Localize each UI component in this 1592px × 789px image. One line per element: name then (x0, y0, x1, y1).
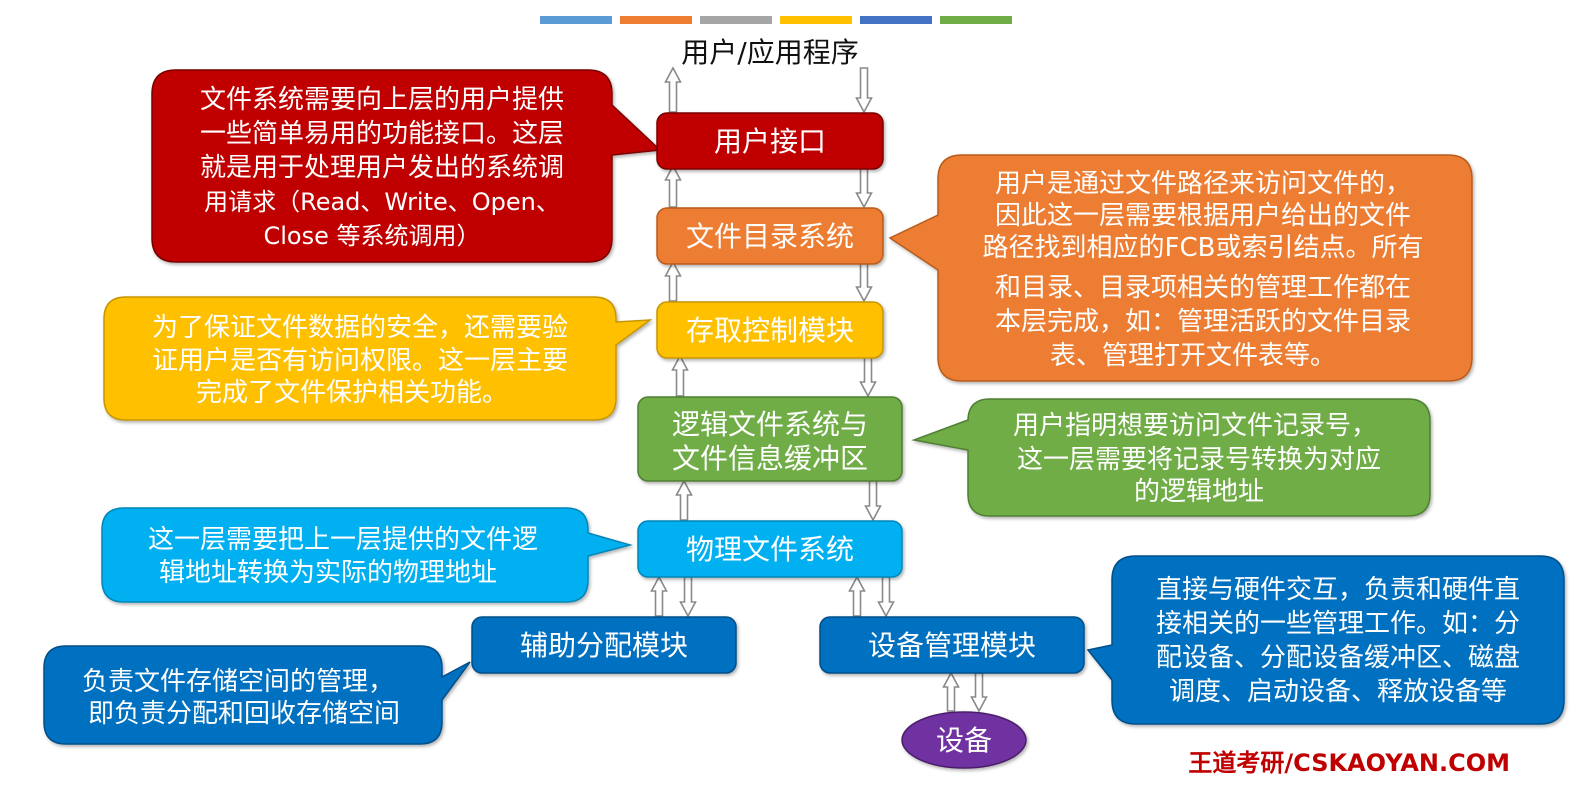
brand-text: 王道考研/CSKAOYAN.COM (1188, 749, 1510, 777)
title-color-bar (540, 16, 612, 24)
up-arrow (942, 671, 960, 712)
callout-directory-system-line-2: 因此这一层需要根据用户给出的文件 (995, 201, 1411, 231)
title-color-bars (540, 16, 1012, 24)
callout-device-management-line-3: 配设备、分配设备缓冲区、磁盘 (1156, 643, 1520, 673)
layer-physical-fs-box (637, 520, 903, 578)
layer-logical-fs-label-line-2: 文件信息缓冲区 (672, 442, 868, 475)
callout-user-interface-shape (151, 69, 662, 263)
callout-user-interface-line-4: 用请求（Read、Write、Open、 (204, 188, 560, 216)
layer-allocation-label: 辅助分配模块 (520, 629, 688, 662)
callout-directory-system: 用户是通过文件路径来访问文件的， 因此这一层需要根据用户给出的文件 路径找到相应… (888, 154, 1473, 382)
layer-access-control-box (656, 301, 884, 359)
up-arrow (675, 479, 693, 521)
layer-user-interface-label: 用户接口 (714, 125, 826, 158)
callout-user-interface-line-3: 就是用于处理用户发出的系统调 (200, 153, 564, 183)
callout-allocation-shape (43, 645, 471, 745)
title-color-bar (620, 16, 692, 24)
down-arrow (864, 480, 882, 522)
callout-logical-fs-line-2: 这一层需要将记录号转换为对应 (1017, 445, 1381, 475)
callout-physical-fs-line-2: 辑地址转换为实际的物理地址 (159, 558, 497, 588)
layer-logical-fs-label-line-1: 逻辑文件系统与 (672, 408, 868, 441)
callout-device-management-line-1: 直接与硬件交互，负责和硬件直 (1156, 575, 1520, 605)
layer-directory-system: 文件目录系统 (656, 207, 884, 265)
layer-allocation: 辅助分配模块 (471, 616, 737, 674)
callout-logical-fs-shape (911, 398, 1431, 517)
layer-directory-system-label: 文件目录系统 (686, 220, 854, 253)
callout-device-management-shape (1086, 555, 1565, 725)
callout-user-interface: 文件系统需要向上层的用户提供 一些简单易用的功能接口。这层 就是用于处理用户发出… (151, 69, 662, 263)
callout-user-interface-line-5: Close 等系统调用） (263, 222, 480, 250)
up-arrow (848, 575, 866, 617)
callout-directory-system-line-1: 用户是通过文件路径来访问文件的， (995, 169, 1411, 199)
title-color-bar (860, 16, 932, 24)
title-color-bar (700, 16, 772, 24)
callout-logical-fs-line-3: 的逻辑地址 (1134, 477, 1264, 507)
callout-user-interface-line-2: 一些简单易用的功能接口。这层 (200, 119, 564, 149)
layer-device-label: 设备 (936, 724, 992, 757)
callout-logical-fs-line-1: 用户指明想要访问文件记录号， (1013, 411, 1377, 441)
title-color-bar (780, 16, 852, 24)
callout-logical-fs: 用户指明想要访问文件记录号， 这一层需要将记录号转换为对应 的逻辑地址 (911, 398, 1431, 517)
layer-logical-fs-box (637, 396, 903, 482)
layer-physical-fs: 物理文件系统 (637, 520, 903, 578)
callout-directory-system-line-3: 路径找到相应的FCB或索引结点。所有 (983, 233, 1424, 263)
down-arrow (877, 576, 895, 618)
callout-device-management-line-2: 接相关的一些管理工作。如：分 (1156, 609, 1520, 639)
up-arrow (664, 260, 682, 302)
layer-device-management: 设备管理模块 (819, 616, 1085, 674)
callout-access-control-line-3: 完成了文件保护相关功能。 (196, 378, 508, 408)
top-label-user-application: 用户/应用程序 (681, 36, 858, 69)
layer-access-control-label: 存取控制模块 (686, 314, 854, 347)
up-arrow (650, 575, 668, 617)
callout-access-control-line-2: 证用户是否有访问权限。这一层主要 (152, 346, 568, 376)
callout-user-interface-line-1: 文件系统需要向上层的用户提供 (200, 85, 564, 115)
callout-allocation: 负责文件存储空间的管理， 即负责分配和回收存储空间 (43, 645, 471, 745)
up-arrow (664, 164, 682, 208)
callout-directory-system-line-4: 和目录、目录项相关的管理工作都在 (995, 273, 1411, 303)
callout-access-control-shape (103, 296, 653, 421)
callout-access-control-line-1: 为了保证文件数据的安全，还需要验 (152, 313, 568, 343)
callout-allocation-line-1: 负责文件存储空间的管理， (82, 667, 394, 697)
down-arrow (970, 672, 988, 713)
layer-arrows (650, 66, 988, 713)
callout-device-management: 直接与硬件交互，负责和硬件直 接相关的一些管理工作。如：分 配设备、分配设备缓冲… (1086, 555, 1565, 725)
down-arrow (855, 67, 873, 114)
callout-access-control: 为了保证文件数据的安全，还需要验 证用户是否有访问权限。这一层主要 完成了文件保… (103, 296, 653, 421)
layer-device: 设备 (901, 711, 1027, 769)
layer-user-interface: 用户接口 (656, 112, 884, 170)
up-arrow (664, 66, 682, 113)
callout-directory-system-line-6: 表、管理打开文件表等。 (1050, 341, 1336, 371)
callout-directory-system-shape (888, 154, 1473, 382)
layer-physical-fs-label: 物理文件系统 (686, 533, 854, 566)
layer-directory-system-box (656, 207, 884, 265)
layer-device-ellipse (901, 711, 1027, 769)
layer-access-control: 存取控制模块 (656, 301, 884, 359)
title-color-bar (940, 16, 1012, 24)
callout-allocation-line-2: 即负责分配和回收存储空间 (88, 699, 400, 729)
callout-physical-fs-shape (101, 507, 633, 603)
callout-physical-fs-line-1: 这一层需要把上一层提供的文件逻 (148, 525, 538, 555)
layer-device-management-box (819, 616, 1085, 674)
layer-device-management-label: 设备管理模块 (868, 629, 1036, 662)
up-arrow (671, 354, 689, 397)
down-arrow (855, 261, 873, 303)
callout-directory-system-line-5: 本层完成，如：管理活跃的文件目录 (995, 307, 1411, 337)
callout-device-management-line-4: 调度、启动设备、释放设备等 (1169, 677, 1507, 707)
down-arrow (855, 165, 873, 209)
layer-allocation-box (471, 616, 737, 674)
callout-physical-fs: 这一层需要把上一层提供的文件逻 辑地址转换为实际的物理地址 (101, 507, 633, 603)
layer-logical-fs: 逻辑文件系统与 文件信息缓冲区 (637, 396, 903, 482)
layer-user-interface-box (656, 112, 884, 170)
down-arrow (679, 576, 697, 618)
down-arrow (859, 355, 877, 398)
